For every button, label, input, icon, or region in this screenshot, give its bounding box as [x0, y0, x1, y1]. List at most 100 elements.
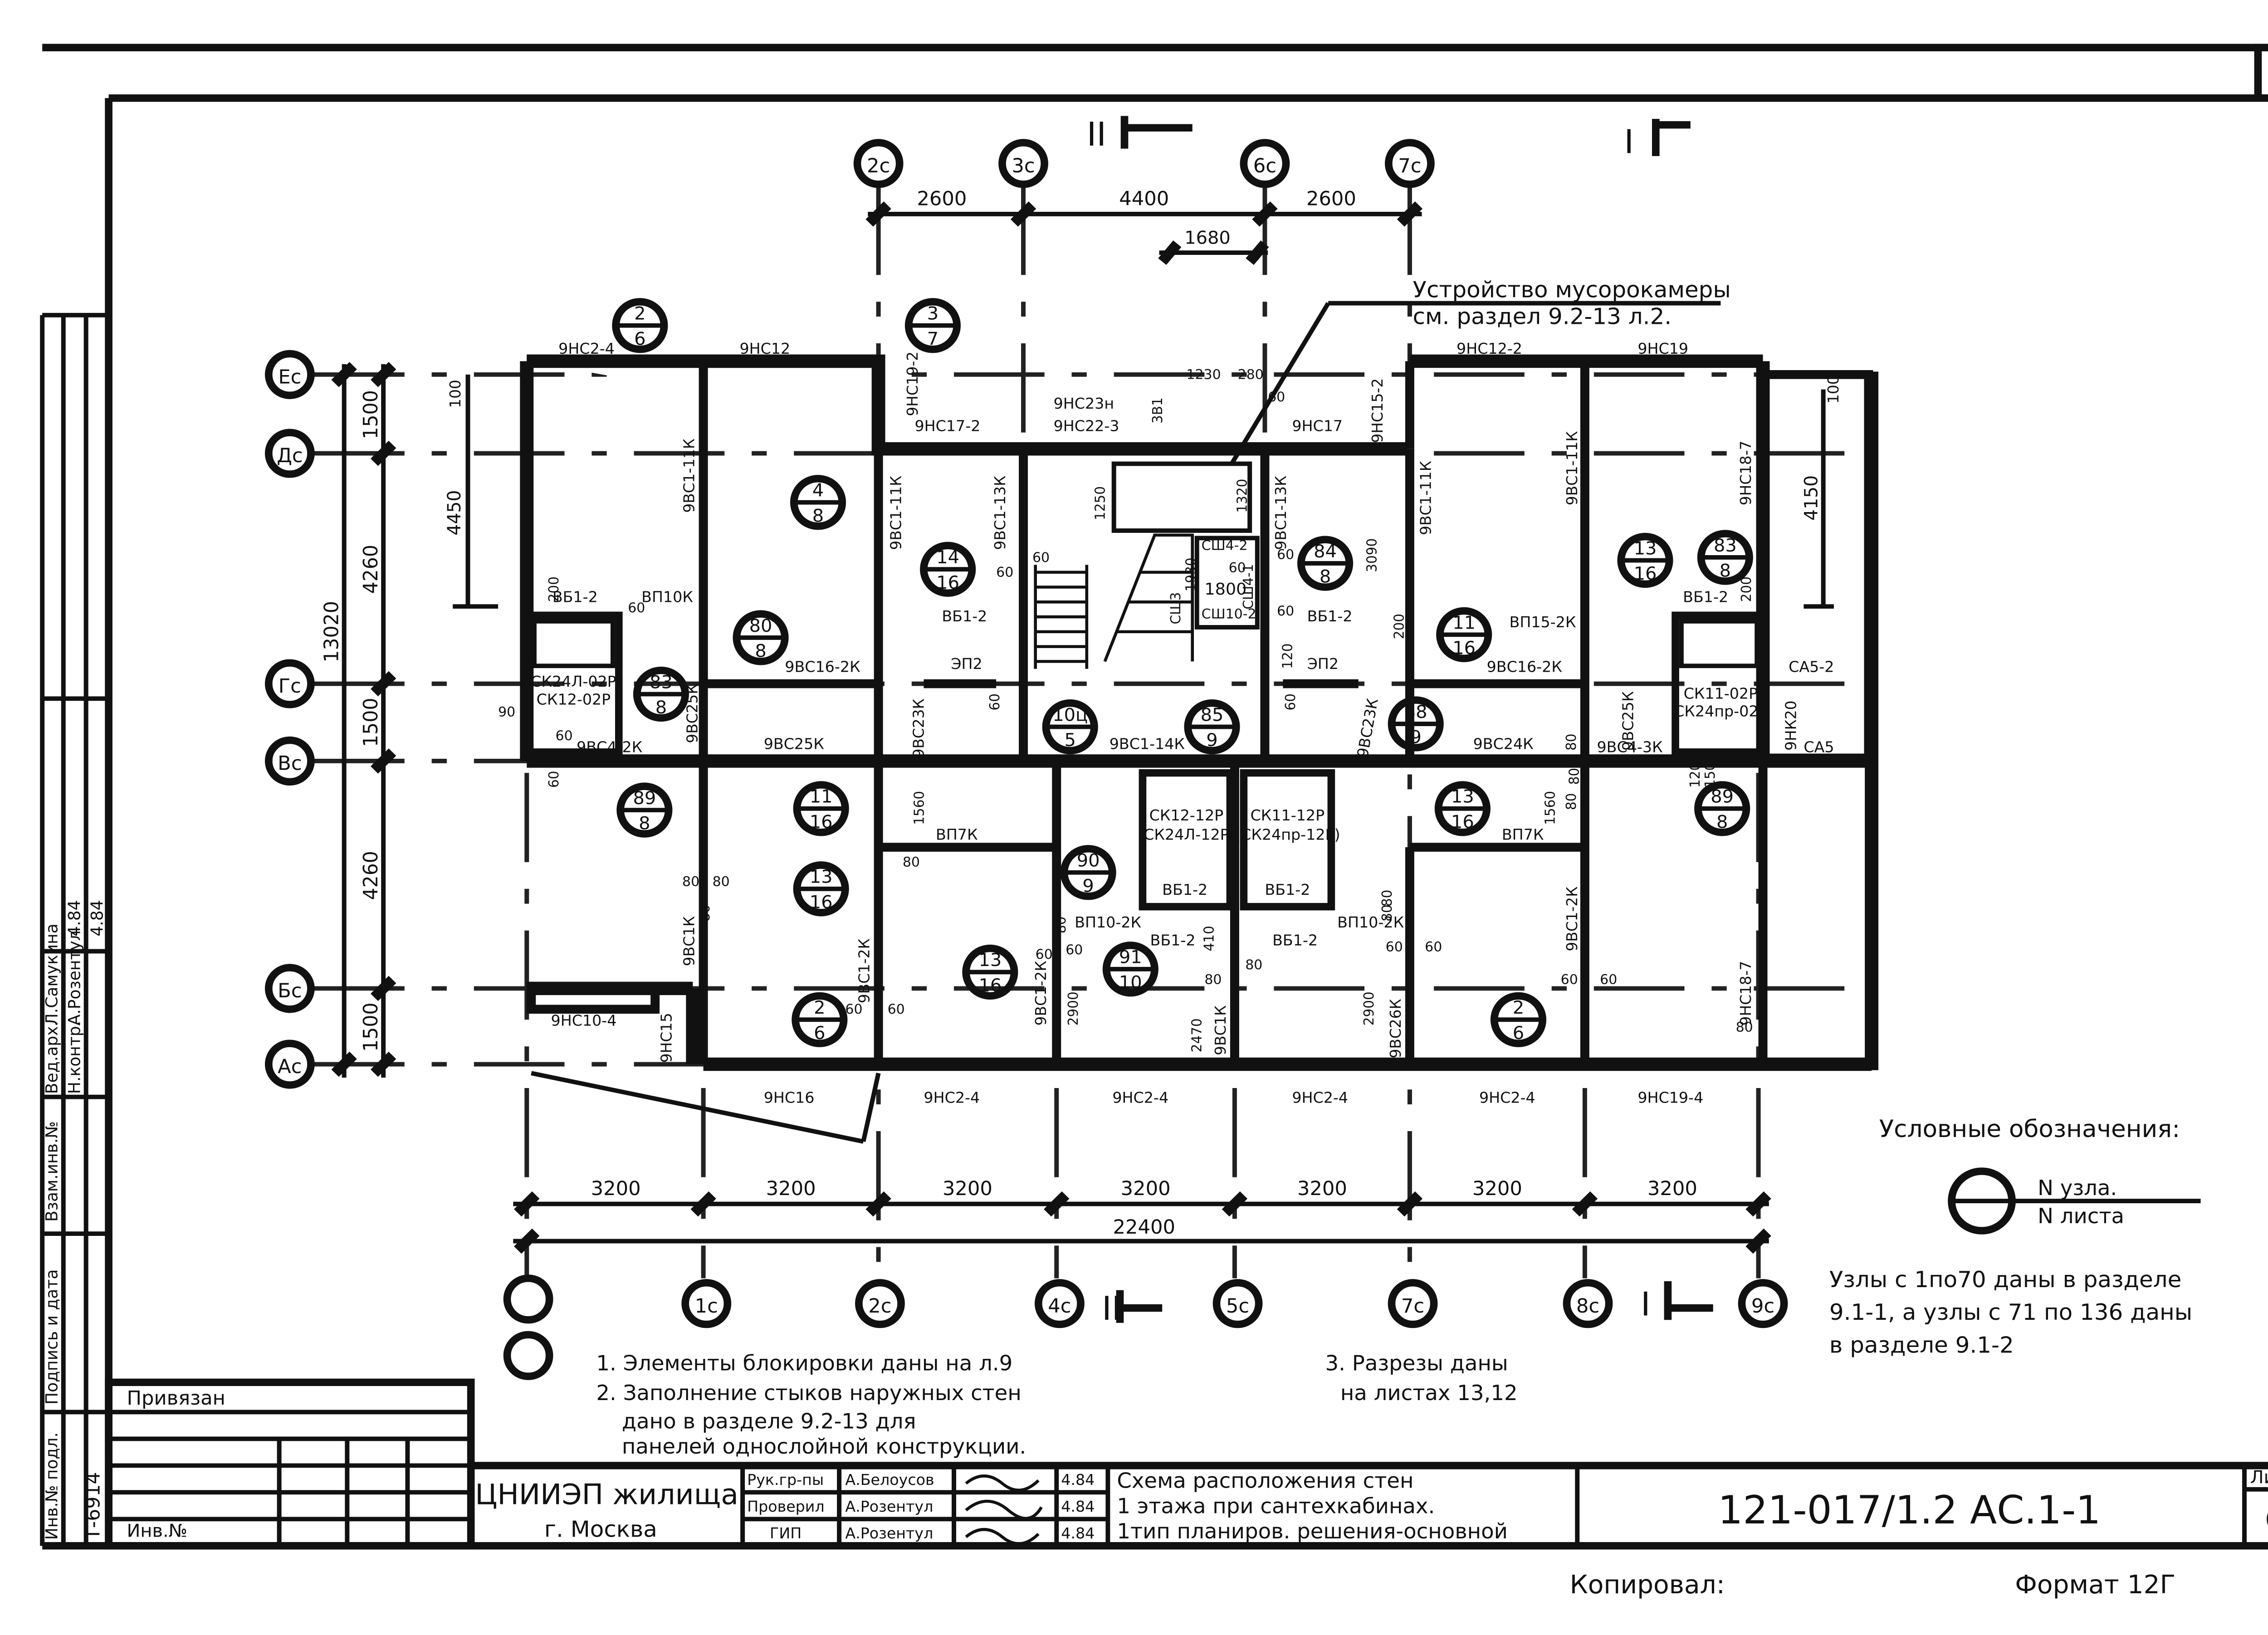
svg-text:83: 83 [1714, 535, 1737, 556]
panel-label: 9ВС1-2К [1563, 886, 1581, 951]
svg-text:10ц: 10ц [1052, 705, 1088, 726]
opening-1800: 1800 [1204, 579, 1246, 599]
svg-text:2: 2 [814, 997, 825, 1018]
small-dim: 60 [1277, 603, 1294, 619]
panel-label: 9ВС1-11К [1417, 461, 1434, 535]
inv-no-label: Инв.№ [127, 1521, 188, 1542]
drawing-title-2: 1 этажа при сантехкабинах. [1117, 1494, 1435, 1518]
ved-arh-name: Л.Самукина [42, 923, 61, 1025]
legend: Условные обозначения: N узла. N листа Уз… [1829, 1115, 2201, 1358]
panel-label: 9НС2-4 [558, 340, 615, 357]
svg-text:14: 14 [936, 547, 959, 568]
opening-sh3: СШ3 [1168, 592, 1184, 625]
small-dim: 80 [1204, 972, 1222, 988]
cabin-1-line1: СК24Л-02Р [531, 673, 616, 690]
small-dim: 1560 [1542, 791, 1558, 825]
svg-text:16: 16 [1634, 563, 1657, 584]
signatures-drawing [965, 1474, 1043, 1545]
node-mark: 909 [1060, 845, 1116, 900]
dim-4450: 4450 [444, 490, 465, 536]
small-dim: 80 [1245, 957, 1262, 973]
panel-label: 9НС12 [739, 340, 790, 357]
dim-bottom-6: 3200 [1472, 1177, 1522, 1200]
podpis-label: Подпись и дата [42, 1269, 61, 1405]
panel-label: 9ВС26К [1387, 999, 1404, 1058]
strip-date-1: 4.84 [64, 900, 84, 936]
svg-text:8: 8 [1320, 566, 1331, 587]
small-dim: 200 [546, 576, 562, 602]
list-number: 6 [2265, 1505, 2268, 1534]
drawing-code: 121-017/1.2 АС.1-1 [1718, 1488, 2101, 1533]
panel-label: 9ВС16-2К [785, 658, 860, 676]
small-dim: 120 [1687, 762, 1703, 788]
small-dim: 60 [628, 600, 645, 616]
small-dim: 80 [1566, 768, 1582, 785]
axis-bottom-8c: 8с [1576, 1295, 1599, 1318]
axis-top-7c: 7с [1398, 155, 1421, 177]
dim-bottom-2: 3200 [766, 1177, 816, 1200]
garbage-note-line2: см. раздел 9.2-13 л.2. [1413, 303, 1672, 330]
dim-bottom-1: 3200 [591, 1177, 641, 1200]
cabin-3-line2: (СК24Л-12Р) [1138, 826, 1235, 844]
small-dim: 80 [903, 854, 920, 870]
small-dim: 60 [546, 771, 562, 788]
opening-sh4-2: СШ4-2 [1202, 538, 1248, 554]
ved-arh-label: Вед.арх. [42, 1021, 61, 1094]
panel-label: 9НС23н [1054, 395, 1114, 412]
small-dimensions: 1230 280 3В1 60 1320 1250 3090 60 60 60 … [498, 367, 1755, 1052]
panel-label: ВП7К [1502, 826, 1544, 844]
node-mark: 26 [792, 992, 848, 1047]
note-2c: панелей однослойной конструкции. [622, 1435, 1026, 1459]
panel-label: 9ВС1-13К [991, 476, 1009, 550]
svg-text:4: 4 [812, 480, 824, 501]
inv-podl-label: Инв.№ подл. [42, 1432, 61, 1540]
axis-top-3c: 3с [1012, 155, 1035, 177]
vzam-inv-label: Взам.инв.№ [42, 1121, 61, 1222]
drawing-title-1: Схема расположения стен [1117, 1469, 1413, 1493]
note-2: 2. Заполнение стыков наружных стен [596, 1381, 1021, 1406]
svg-text:5: 5 [1065, 730, 1076, 751]
small-dim: 60 [1268, 389, 1285, 405]
inv-podl-value: Т-6914 [82, 1472, 104, 1540]
panel-label: 9НС17-2 [914, 417, 980, 435]
opening-sh10-2: СШ10-2 [1202, 606, 1256, 622]
svg-text:84: 84 [1314, 541, 1337, 562]
dim-left-total: 13020 [320, 601, 343, 663]
panel-label: ВБ1-2 [1272, 932, 1318, 949]
small-dim: 410 [1201, 926, 1217, 951]
name-1: А.Белоусов [845, 1471, 934, 1489]
bottom-dimension-chain: 3200 3200 3200 3200 3200 3200 3200 22400 [513, 1177, 1771, 1254]
svg-text:8: 8 [812, 506, 824, 527]
panel-label: ВП10-2К [1075, 913, 1141, 931]
svg-text:13: 13 [1634, 538, 1657, 559]
legend-title: Условные обозначения: [1879, 1115, 2180, 1143]
left-dimension-chain: 1500 4260 1500 4260 1500 13020 4450 100 … [320, 362, 1842, 1078]
panel-label: 9НС15 [658, 1013, 675, 1063]
svg-text:11: 11 [1452, 613, 1476, 634]
panel-label: ВБ1-2 [1265, 881, 1310, 898]
axis-bottom-7c: 7с [1401, 1295, 1424, 1318]
small-dim: 80 [1736, 1020, 1753, 1035]
node-mark: 848 [1297, 536, 1354, 591]
svg-text:16: 16 [1451, 812, 1474, 833]
svg-text:16: 16 [810, 892, 833, 913]
node-mark: 838 [1697, 530, 1753, 585]
small-dim: 60 [1283, 693, 1299, 711]
small-dim: 2470 [1189, 1018, 1205, 1052]
small-dim: 60 [1032, 550, 1050, 566]
small-dim: 80 [1379, 890, 1395, 907]
legend-text-1: Узлы с 1по70 даны в разделе [1829, 1266, 2181, 1293]
small-dim: 60 [1386, 939, 1403, 955]
panel-label: ВП10-2К [1337, 913, 1404, 931]
small-dim: 80 [697, 904, 713, 922]
svg-text:8: 8 [639, 813, 650, 834]
note-3: 3. Разрезы даны [1325, 1351, 1508, 1376]
leader-line [531, 1071, 864, 1144]
small-dim: 60 [987, 693, 1003, 711]
small-dim: 80 [1564, 733, 1579, 751]
node-mark: 838 [633, 666, 689, 722]
date-3: 4.84 [1061, 1524, 1095, 1542]
panel-label: 9НС2-4 [924, 1089, 980, 1107]
panel-label: 9НС18-7 [1737, 961, 1755, 1026]
svg-text:8: 8 [655, 697, 667, 718]
